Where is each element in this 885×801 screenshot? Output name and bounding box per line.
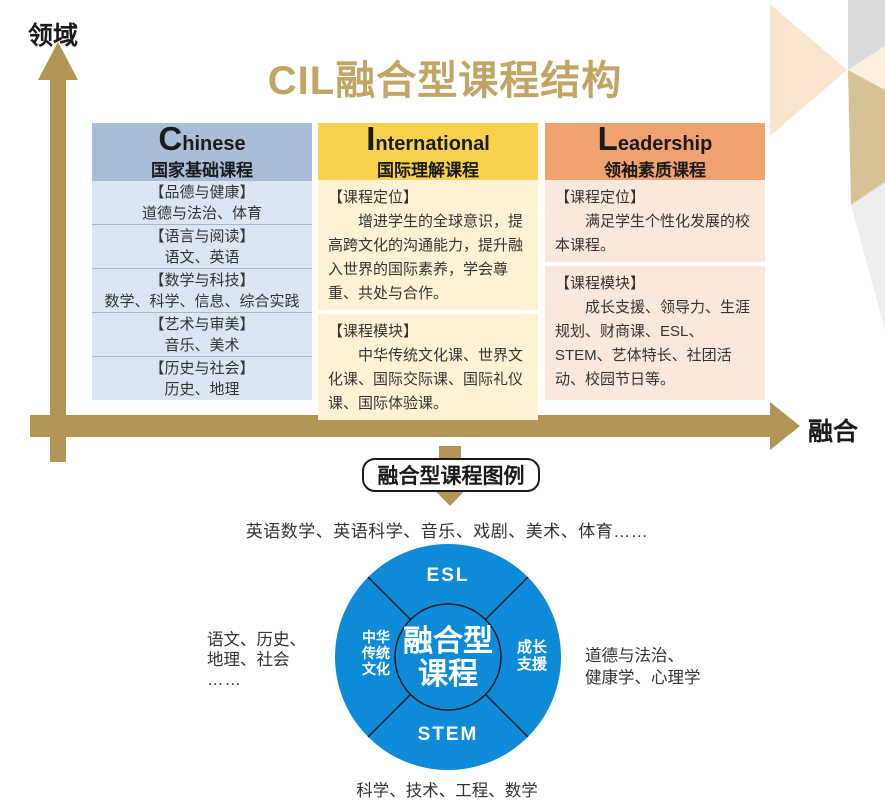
segment-line: 成长 [516,639,547,656]
chinese-initial: C [158,119,183,157]
label-line: 道德与法治、 [585,647,684,665]
row-content: 道德与法治、体育 [141,204,262,222]
wheel-left-label: 语文、历史、 地理、社会 …… [207,630,306,690]
x-axis-arrowhead-icon [770,402,800,450]
label-line: …… [207,671,242,689]
chinese-row-1: 【品德与健康】 道德与法治、体育 [92,180,312,224]
wheel-segment-growth-support: 成长 支援 [504,639,560,673]
row-content: 音乐、美术 [164,336,240,354]
row-title: 【艺术与审美】 [149,315,255,333]
international-box-title: International [366,122,490,161]
section-title: 【课程模块】 [555,275,646,292]
section-text: 满足学生个性化发展的校本课程。 [555,213,751,254]
chinese-row-4: 【艺术与审美】 音乐、美术 [92,312,312,356]
row-title: 【数学与科技】 [149,271,255,289]
x-axis-label: 融合 [808,418,859,446]
row-content: 数学、科学、信息、综合实践 [104,292,300,310]
chinese-row-5: 【历史与社会】 历史、地理 [92,356,312,400]
chinese-row-2: 【语言与阅读】 语文、英语 [92,224,312,268]
label-line: 语文、历史、 [207,631,306,649]
legend-badge: 融合型课程图例 [362,458,540,492]
wheel-top-label: 英语数学、英语科学、音乐、戏剧、美术、体育…… [245,522,649,541]
leadership-course-box: Leadership 领袖素质课程 【课程定位】 满足学生个性化发展的校本课程。… [545,122,765,400]
wheel-graphic [335,544,561,770]
chinese-course-box: Chinese 国家基础课程 【品德与健康】 道德与法治、体育 【语言与阅读】 … [92,122,312,400]
row-content: 历史、地理 [164,380,240,398]
international-box-subtitle: 国际理解课程 [377,160,479,180]
chinese-row-3: 【数学与科技】 数学、科学、信息、综合实践 [92,268,312,312]
leadership-box-body: 【课程定位】 满足学生个性化发展的校本课程。 【课程模块】 成长支援、领导力、生… [545,180,765,400]
y-axis-line [50,76,66,462]
leadership-initial: L [597,119,618,157]
wheel-segment-chinese-culture: 中华 传统 文化 [350,629,402,677]
section-title: 【课程定位】 [328,189,419,206]
segment-line: 支援 [516,656,547,673]
leadership-positioning-section: 【课程定位】 满足学生个性化发展的校本课程。 [545,180,765,266]
international-rest: nternational [375,132,490,155]
segment-line: 中华 [362,629,390,645]
center-line: 课程 [418,658,478,691]
international-box-body: 【课程定位】 增进学生的全球意识，提高跨文化的沟通能力，提升融入世界的国际素养，… [318,180,538,420]
section-text: 中华传统文化课、世界文化课、国际交际课、国际礼仪课、国际体验课。 [328,347,524,412]
wheel-bottom-label: 科学、技术、工程、数学 [356,782,538,800]
chinese-box-body: 【品德与健康】 道德与法治、体育 【语言与阅读】 语文、英语 【数学与科技】 数… [92,180,312,400]
wheel-center-label: 融合型 课程 [330,625,566,691]
corner-triangles-decoration [770,0,885,330]
leadership-box-header: Leadership 领袖素质课程 [545,122,765,180]
wheel-segment-esl: ESL [426,565,470,586]
x-axis-line [30,415,770,437]
section-text: 成长支援、领导力、生涯规划、财商课、ESL、STEM、艺体特长、社团活动、校园节… [555,299,751,388]
segment-line: 文化 [362,661,390,677]
row-title: 【历史与社会】 [149,359,255,377]
row-content: 语文、英语 [164,248,240,266]
section-title: 【课程模块】 [328,323,419,340]
label-line: 地理、社会 [207,651,290,669]
chinese-box-header: Chinese 国家基础课程 [92,122,312,180]
page-title: CIL融合型课程结构 [267,59,623,103]
leadership-rest: eadership [617,132,713,155]
leadership-modules-section: 【课程模块】 成长支援、领导力、生涯规划、财商课、ESL、STEM、艺体特长、社… [545,266,765,400]
international-course-box: International 国际理解课程 【课程定位】 增进学生的全球意识，提高… [318,122,538,420]
chinese-box-subtitle: 国家基础课程 [151,160,253,180]
label-line: 健康学、心理学 [585,669,701,687]
chinese-rest: hinese [182,132,246,155]
integrated-course-wheel: ESL STEM 中华 传统 文化 成长 支援 融合型 课程 [330,539,566,775]
y-axis-arrowhead-icon [38,42,78,80]
center-line: 融合型 [403,625,493,658]
international-modules-section: 【课程模块】 中华传统文化课、世界文化课、国际交际课、国际礼仪课、国际体验课。 [318,314,538,420]
row-title: 【品德与健康】 [149,183,255,201]
wheel-right-label: 道德与法治、 健康学、心理学 [585,645,701,689]
chinese-box-title: Chinese [158,122,246,161]
section-text: 增进学生的全球意识，提高跨文化的沟通能力，提升融入世界的国际素养，学会尊重、共处… [328,213,524,302]
section-title: 【课程定位】 [555,189,646,206]
row-title: 【语言与阅读】 [149,227,255,245]
international-initial: I [366,119,376,157]
leadership-box-title: Leadership [598,122,713,161]
international-positioning-section: 【课程定位】 增进学生的全球意识，提高跨文化的沟通能力，提升融入世界的国际素养，… [318,180,538,314]
segment-line: 传统 [362,645,390,661]
international-box-header: International 国际理解课程 [318,122,538,180]
leadership-box-subtitle: 领袖素质课程 [604,160,706,180]
wheel-segment-stem: STEM [417,724,479,745]
